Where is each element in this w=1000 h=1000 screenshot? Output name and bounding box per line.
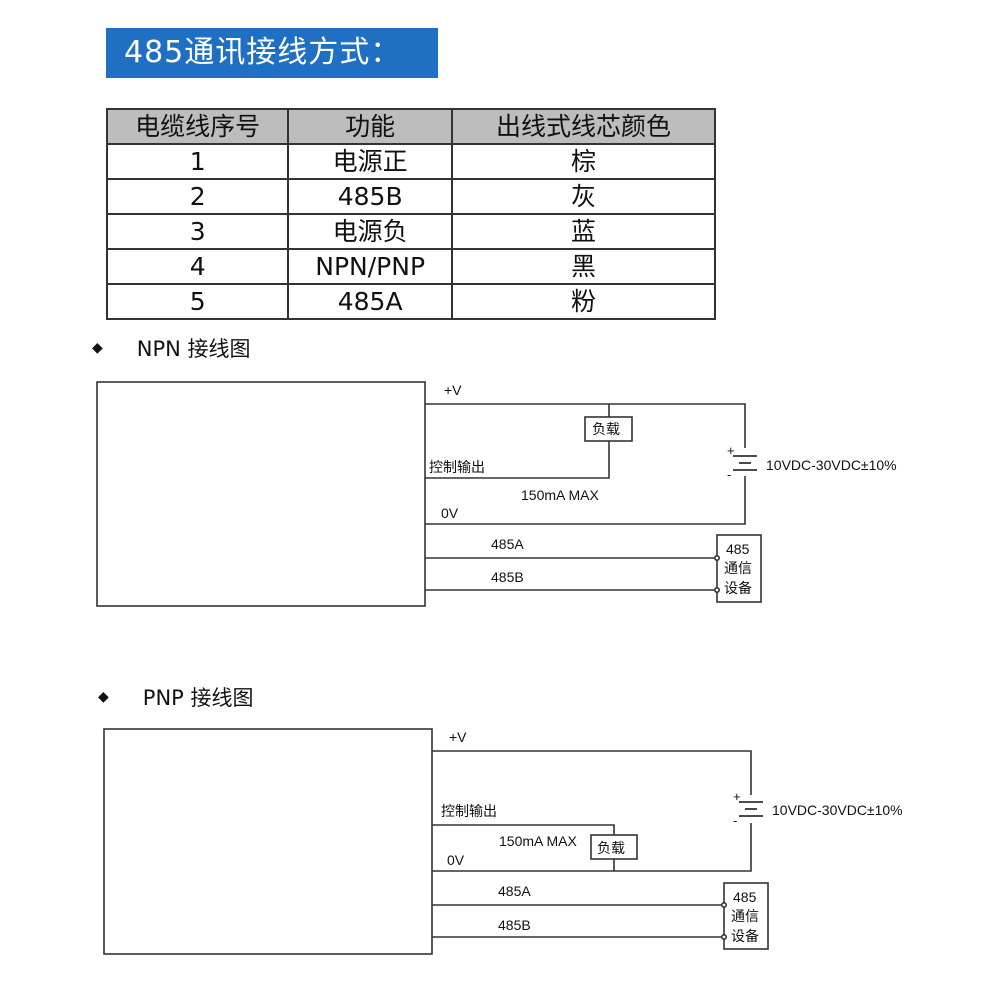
sensor-box [96, 381, 426, 607]
device-box [716, 534, 762, 603]
terminal-dot [713, 586, 720, 593]
cell: 2 [105, 178, 290, 215]
cell: 黑 [451, 248, 716, 285]
table-header-row: 电缆线序号 功能 出线式线芯颜色 [105, 108, 716, 145]
load-label: 负载 [597, 840, 625, 856]
device-box [723, 882, 769, 950]
table-row: 1 电源正 棕 [105, 143, 716, 180]
page-title: 485通讯接线方式： [106, 28, 438, 78]
battery-minus-label: - [733, 813, 737, 828]
table-row: 4 NPN/PNP 黑 [105, 248, 716, 285]
cell: 1 [105, 143, 290, 180]
cell: 粉 [451, 283, 716, 320]
cell: 485A [287, 283, 454, 320]
plus-v-label: +V [449, 729, 467, 745]
device-label: 485 [726, 541, 750, 557]
device-label: 485 [733, 889, 757, 905]
control-output-wire [432, 824, 615, 835]
cell: 5 [105, 283, 290, 320]
table-row: 3 电源负 蓝 [105, 213, 716, 250]
column-header: 出线式线芯颜色 [451, 108, 716, 145]
cell: 485B [287, 178, 454, 215]
cell: 灰 [451, 178, 716, 215]
device-label: 通信 [731, 908, 759, 924]
terminal-dot [713, 554, 720, 561]
table-row: 2 485B 灰 [105, 178, 716, 215]
battery-minus-label: - [727, 467, 731, 482]
cell: 蓝 [451, 213, 716, 250]
device-label: 设备 [724, 580, 752, 596]
battery-plus-label: + [733, 789, 741, 804]
terminal-dot [720, 933, 727, 940]
pnp-section-title: ◆PNP 接线图 [98, 686, 254, 710]
plus-v-label: +V [444, 382, 462, 398]
device-label: 设备 [731, 928, 759, 944]
max-current-label: 150mA MAX [521, 487, 599, 503]
plus-v-wire [425, 403, 746, 448]
zero-v-label: 0V [441, 505, 459, 521]
column-header: 电缆线序号 [105, 108, 290, 145]
battery-icon [739, 801, 763, 817]
sensor-box [103, 728, 433, 955]
device-label: 通信 [724, 560, 752, 576]
cell: 电源正 [287, 143, 454, 180]
b485-label: 485B [491, 569, 524, 585]
cell: 3 [105, 213, 290, 250]
max-current-label: 150mA MAX [499, 833, 577, 849]
diamond-bullet-icon: ◆ [98, 689, 109, 705]
cell: 4 [105, 248, 290, 285]
a485-label: 485A [498, 883, 531, 899]
control-output-label: 控制输出 [441, 803, 497, 819]
plus-v-wire [432, 750, 752, 795]
battery-plus-label: + [727, 443, 735, 458]
cell: 棕 [451, 143, 716, 180]
supply-label: 10VDC-30VDC±10% [772, 802, 903, 818]
cell: NPN/PNP [287, 248, 454, 285]
load-label: 负载 [592, 421, 620, 437]
battery-icon [733, 455, 757, 471]
diamond-bullet-icon: ◆ [92, 340, 103, 356]
terminal-dot [720, 901, 727, 908]
control-output-wire [425, 441, 610, 479]
zero-v-label: 0V [447, 852, 465, 868]
zero-v-wire [432, 823, 752, 872]
cell: 电源负 [287, 213, 454, 250]
b485-label: 485B [498, 917, 531, 933]
table-row: 5 485A 粉 [105, 283, 716, 320]
wiring-table: 电缆线序号 功能 出线式线芯颜色 1 电源正 棕 2 485B 灰 3 电源负 … [105, 108, 716, 320]
npn-section-title: ◆NPN 接线图 [92, 337, 251, 361]
control-output-label: 控制输出 [429, 459, 485, 475]
column-header: 功能 [287, 108, 454, 145]
a485-label: 485A [491, 536, 524, 552]
zero-v-wire [425, 476, 746, 525]
supply-label: 10VDC-30VDC±10% [766, 457, 897, 473]
